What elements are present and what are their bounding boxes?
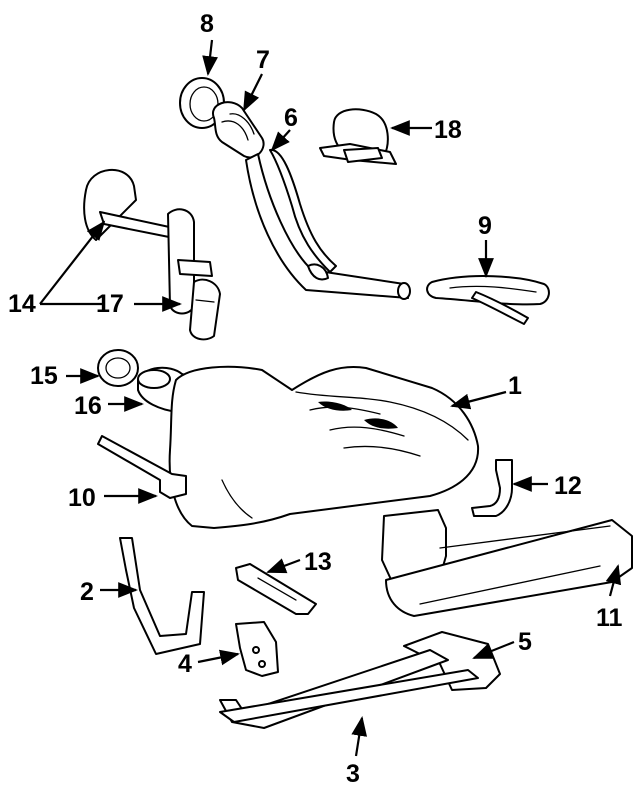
callout-7: 7	[256, 46, 270, 74]
callout-16: 16	[74, 392, 102, 420]
callout-labels: 8 7 6 18 9 14 17 15 16 1 10 12 13 2 11 5…	[8, 10, 623, 788]
callout-3: 3	[346, 760, 360, 788]
part-17-fuel-pump	[189, 278, 221, 341]
part-9-hose	[426, 275, 550, 325]
callout-6: 6	[284, 104, 298, 132]
callout-15: 15	[30, 362, 58, 390]
part-10-bracket	[97, 435, 187, 499]
callout-1: 1	[508, 372, 522, 400]
callout-17: 17	[96, 290, 124, 318]
leader-lines	[39, 39, 622, 757]
callout-9: 9	[478, 212, 492, 240]
part-4-bracket	[235, 621, 279, 677]
callout-11: 11	[596, 604, 623, 632]
callout-10: 10	[68, 484, 96, 512]
callout-12: 12	[554, 472, 582, 500]
callout-2: 2	[80, 578, 94, 606]
callout-13: 13	[304, 548, 332, 576]
part-12-clip	[471, 459, 513, 517]
part-6-filler-pipe	[245, 148, 411, 300]
callout-5: 5	[518, 628, 532, 656]
callout-8: 8	[200, 10, 214, 38]
part-18-bracket	[319, 108, 397, 165]
part-1-fuel-tank	[168, 365, 480, 529]
callout-14: 14	[8, 290, 36, 318]
part-3-crossmember	[219, 649, 479, 729]
callout-4: 4	[178, 650, 192, 678]
part-11-shield	[381, 509, 633, 617]
callout-18: 18	[434, 116, 462, 144]
part-15-lock-ring	[97, 349, 139, 387]
part-7-filler-boot	[212, 101, 265, 159]
part-13-pad	[235, 563, 317, 615]
part-2-strap	[119, 537, 205, 655]
